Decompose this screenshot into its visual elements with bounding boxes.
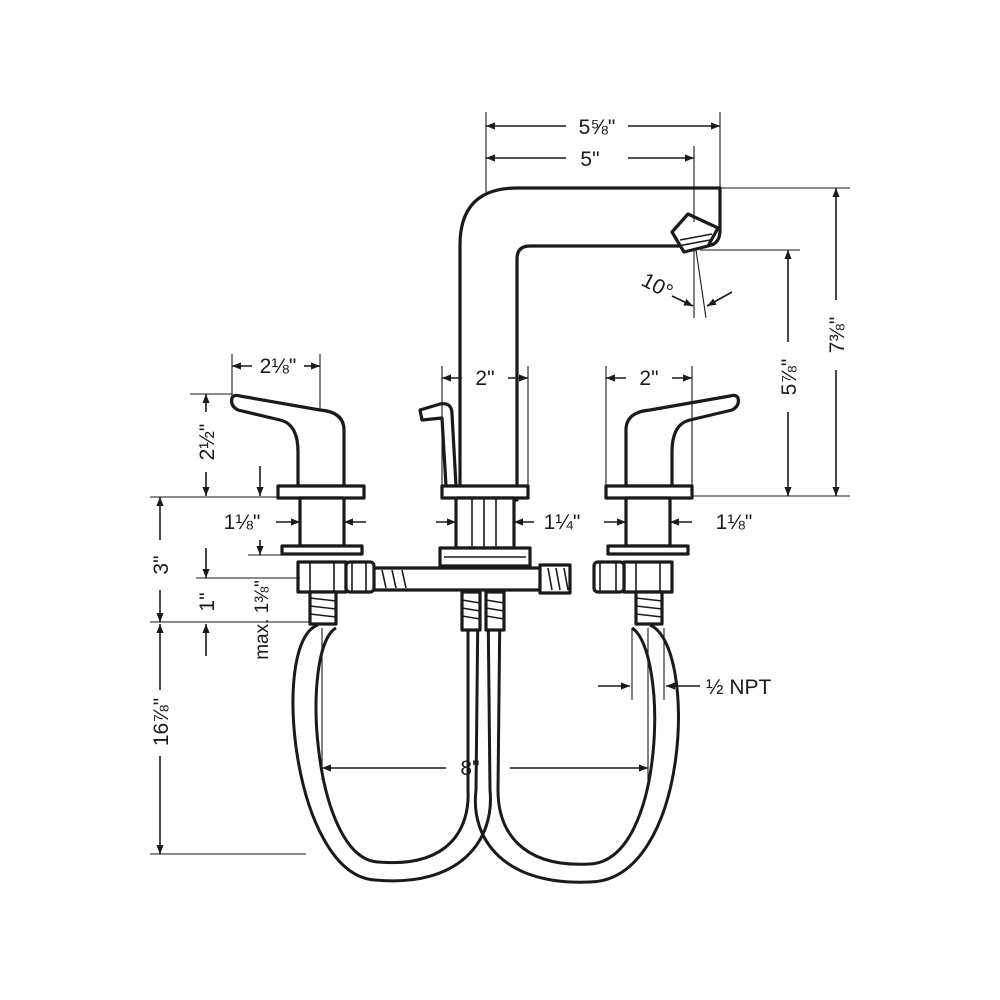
left-hose-inner xyxy=(314,600,470,865)
tee-pipe xyxy=(370,566,546,592)
supply-hoses xyxy=(291,599,680,884)
label-right-handle-width: 2" xyxy=(639,367,658,390)
right-nut xyxy=(606,544,690,556)
right-valve-hex xyxy=(622,560,674,594)
label-connection: ½ NPT xyxy=(706,676,772,699)
left-lever xyxy=(230,393,346,488)
left-nut xyxy=(280,544,364,556)
label-spout-base-width: 2" xyxy=(475,367,494,390)
label-aerator-height: 5⅞" xyxy=(778,359,801,396)
label-spout-reach-outer: 5⅝" xyxy=(579,116,616,139)
spout-base-plate xyxy=(440,484,530,500)
left-hose-outer xyxy=(291,599,492,883)
label-aerator-angle: 10° xyxy=(638,269,677,304)
right-hose-outer xyxy=(473,599,680,884)
right-flange xyxy=(604,484,694,500)
label-left-shank: 1⅛" xyxy=(224,511,261,534)
aerator xyxy=(670,212,720,254)
right-hose-inner xyxy=(496,599,657,866)
tee-right-fitting xyxy=(538,563,572,595)
label-valve-height: 3" xyxy=(150,555,173,574)
label-deck-min: 1" xyxy=(196,592,219,611)
label-handle-length: 2⅛" xyxy=(260,355,297,378)
left-handle xyxy=(230,393,376,626)
left-flange xyxy=(276,484,366,500)
label-handle-height: 2½" xyxy=(196,424,219,461)
left-valve-hex xyxy=(296,560,348,594)
right-connector-nut xyxy=(592,560,626,594)
connection-tee xyxy=(370,563,572,595)
dimension-lines xyxy=(150,112,850,855)
label-center-shank: 1¼" xyxy=(544,511,581,534)
label-spread: 8" xyxy=(460,757,479,780)
label-right-shank: 1⅛" xyxy=(716,511,753,534)
right-shank-body xyxy=(624,496,672,548)
label-deck-max: max. 1⅜" xyxy=(252,580,273,660)
label-spout-reach-inner: 5" xyxy=(580,148,599,171)
left-shank-body xyxy=(298,496,346,548)
label-hose-length: 16⅞" xyxy=(150,698,173,746)
spout-shank xyxy=(454,496,516,550)
left-connector-nut xyxy=(344,560,376,594)
right-handle xyxy=(592,393,740,626)
right-lever xyxy=(624,393,740,488)
label-spout-height-total: 7⅜" xyxy=(826,317,849,354)
lift-rod xyxy=(418,402,458,488)
